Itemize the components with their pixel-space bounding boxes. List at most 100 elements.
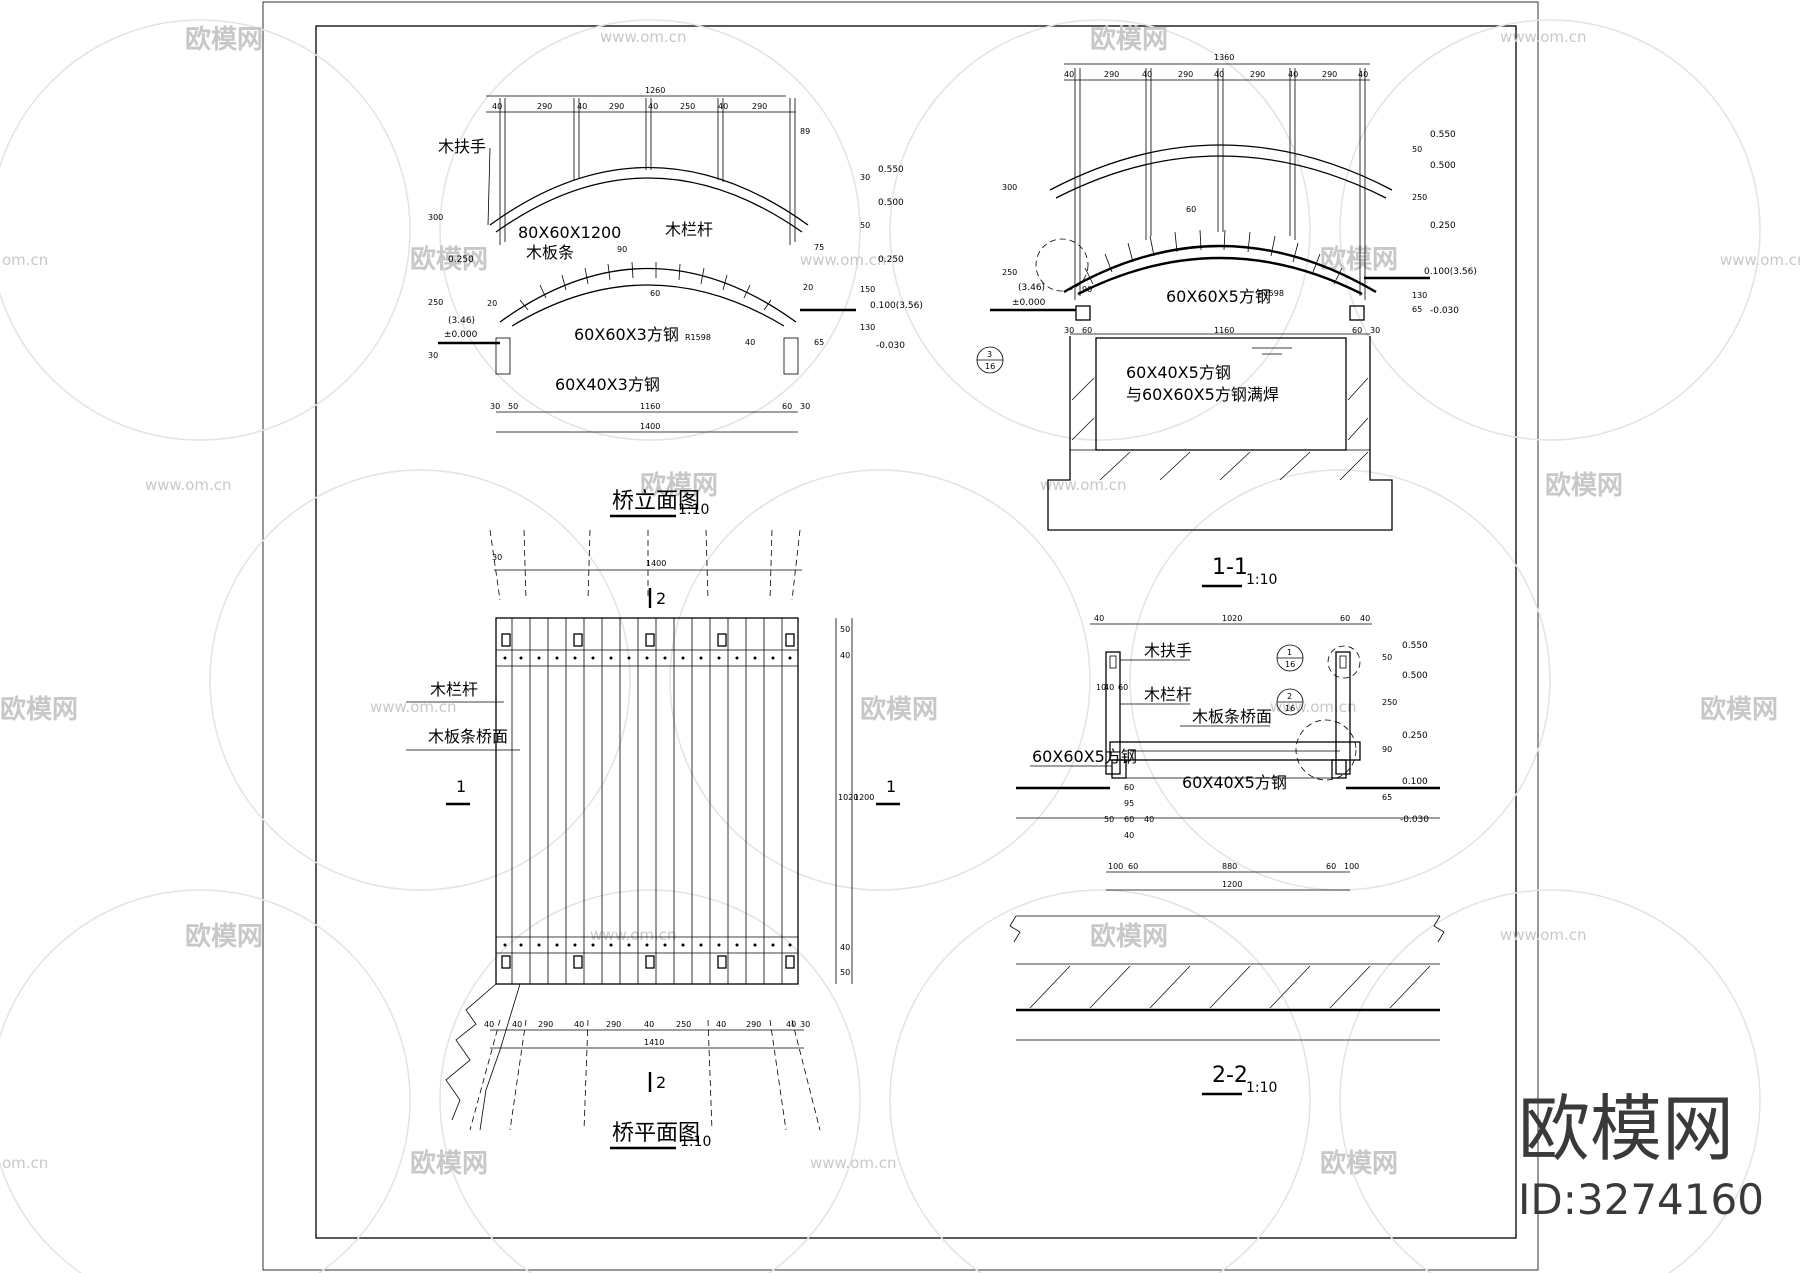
elevation-mark: 0.550 bbox=[1430, 130, 1456, 140]
section-mark-1-left: 1 bbox=[456, 777, 466, 796]
watermark-brand: 欧模网 bbox=[860, 694, 938, 725]
dim-label: 95 bbox=[1124, 799, 1134, 808]
dim-label: 290 bbox=[538, 1020, 553, 1029]
dim-label: 1200 bbox=[854, 793, 874, 802]
dim-label: 40 bbox=[1124, 831, 1134, 840]
dim-label: 60 bbox=[1352, 326, 1362, 335]
dim-label: 880 bbox=[1222, 862, 1237, 871]
dim-label: 1400 bbox=[646, 559, 666, 568]
watermark-brand: 欧模网 bbox=[1320, 1148, 1398, 1179]
dim-label: 40 bbox=[716, 1020, 726, 1029]
watermark-url: om.cn bbox=[2, 1154, 48, 1172]
dim-label: 65 bbox=[814, 338, 824, 347]
dim-label: 65 bbox=[1412, 305, 1422, 314]
watermark-brand: 欧模网 bbox=[410, 244, 488, 275]
label-plank: 木板条 bbox=[526, 243, 574, 262]
dim-label: 40 bbox=[1144, 815, 1154, 824]
dim-label: 89 bbox=[800, 127, 810, 136]
section-mark-2-bottom: 2 bbox=[656, 1073, 666, 1092]
brand-id: ID:3274160 bbox=[1518, 1175, 1764, 1224]
dim-label: 1020 bbox=[838, 793, 858, 802]
watermark-url: www.om.cn bbox=[1500, 28, 1587, 46]
elevation-mark: 0.550 bbox=[878, 165, 904, 175]
dim-label: 20 bbox=[487, 299, 497, 308]
dim-label: 60 bbox=[1124, 815, 1134, 824]
dim-label: 40 bbox=[840, 651, 850, 660]
plan-title: 桥平面图 bbox=[612, 1121, 700, 1146]
dim-label: 30 bbox=[1064, 326, 1074, 335]
dim-label: 30 bbox=[428, 351, 438, 360]
dim-label: 250 bbox=[1412, 193, 1427, 202]
dim-label: 250 bbox=[1002, 268, 1017, 277]
dim-label: 30 bbox=[1370, 326, 1380, 335]
dim-label: 290 bbox=[1250, 70, 1265, 79]
dim-label: 50 bbox=[1382, 653, 1392, 662]
dim-label: 60 bbox=[782, 402, 792, 411]
dim-label: 40 bbox=[786, 1020, 796, 1029]
dim-label: 60 bbox=[1326, 862, 1336, 871]
label-steel-main: 60X60X5方钢 bbox=[1166, 287, 1271, 306]
watermark-url: om.cn bbox=[2, 251, 48, 269]
elevation-mark: ±0.000 bbox=[444, 330, 478, 340]
dim-label: 90 bbox=[617, 245, 627, 254]
dim-label: 250 bbox=[680, 102, 695, 111]
dim-label: 290 bbox=[746, 1020, 761, 1029]
detail-ref-bottom: 16 bbox=[985, 362, 995, 371]
label-steel-sub: 60X40X5方钢 bbox=[1182, 773, 1287, 792]
detail-1-bottom: 16 bbox=[1285, 660, 1295, 669]
dim-label: 60 bbox=[1340, 614, 1350, 623]
dim-label: 30 bbox=[492, 553, 502, 562]
dim-label: 40 bbox=[484, 1020, 494, 1029]
plan-scale: 1:10 bbox=[680, 1134, 711, 1150]
dim-label: 75 bbox=[814, 243, 824, 252]
dim-label: 300 bbox=[428, 213, 443, 222]
watermark-url: www.om.cn bbox=[1500, 926, 1587, 944]
dim-label: 1020 bbox=[1222, 614, 1242, 623]
detail-1-top: 1 bbox=[1287, 648, 1292, 657]
label-steel-sub-2: 与60X60X5方钢满焊 bbox=[1126, 385, 1279, 404]
label-steel-main: 60X60X3方钢 bbox=[574, 325, 679, 344]
dim-label: 60 bbox=[1124, 783, 1134, 792]
section-2-scale: 1:10 bbox=[1246, 1080, 1277, 1096]
elevation-mark: 0.250 bbox=[878, 255, 904, 265]
dim-label: 50 bbox=[840, 968, 850, 977]
dim-label: 40 bbox=[644, 1020, 654, 1029]
watermark-url: www.om.cn bbox=[810, 1154, 897, 1172]
dim-label: 100 bbox=[1108, 862, 1123, 871]
dim-label: 40 bbox=[1360, 614, 1370, 623]
dim-label: 30 bbox=[860, 173, 870, 182]
dim-label: 290 bbox=[537, 102, 552, 111]
dim-label: 250 bbox=[1382, 698, 1397, 707]
dim-label: 100 bbox=[1344, 862, 1359, 871]
watermark-brand: 欧模网 bbox=[1090, 921, 1168, 952]
watermark-url: www.om.cn bbox=[600, 28, 687, 46]
dim-label: 30 bbox=[800, 1020, 810, 1029]
label-baluster: 木栏杆 bbox=[665, 220, 713, 239]
dim-label: 1410 bbox=[644, 1038, 664, 1047]
dim-label: 40 bbox=[648, 102, 658, 111]
dim-label: 40 bbox=[574, 1020, 584, 1029]
dim-label: 40 bbox=[512, 1020, 522, 1029]
dim-label: 1400 bbox=[640, 422, 660, 431]
detail-ref-top: 3 bbox=[987, 350, 992, 359]
section-1-title: 1-1 bbox=[1212, 555, 1248, 580]
watermark-url: www.om.cn bbox=[590, 926, 677, 944]
dim-label: 40 bbox=[1358, 70, 1368, 79]
label-deck: 木板条桥面 bbox=[1192, 707, 1272, 726]
section-mark-2-top: 2 bbox=[656, 589, 666, 608]
label-steel-sub: 60X40X3方钢 bbox=[555, 375, 660, 394]
elevation-mark: -0.030 bbox=[1400, 815, 1429, 825]
dim-label: 1160 bbox=[1214, 326, 1234, 335]
watermark-brand: 欧模网 bbox=[410, 1148, 488, 1179]
dim-label: 1160 bbox=[640, 402, 660, 411]
elevation-mark: -0.030 bbox=[876, 341, 905, 351]
dim-label: 290 bbox=[1104, 70, 1119, 79]
dim-label: 290 bbox=[1322, 70, 1337, 79]
watermark-layer: 欧模网 欧模网 www.om.cn www.om.cn om.cn 欧模网 ww… bbox=[0, 19, 1800, 1273]
dim-label: R1598 bbox=[685, 333, 711, 342]
elevation-mark: 0.250 bbox=[448, 255, 474, 265]
label-steel-main: 60X60X5方钢 bbox=[1032, 747, 1137, 766]
dim-label: 30 bbox=[800, 402, 810, 411]
dim-label: 90 bbox=[1382, 745, 1392, 754]
